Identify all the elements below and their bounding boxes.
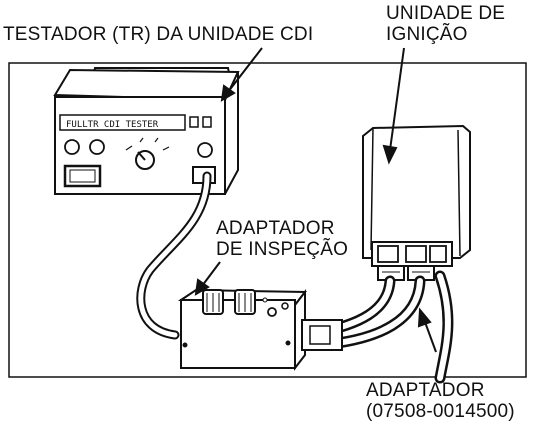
diagram-frame [8,62,527,378]
ignition-unit-label: UNIDADE DE IGNIÇÃO [386,3,505,45]
knob-icon [64,139,80,155]
tester-top [53,68,240,102]
ignition-unit-label-line2: IGNIÇÃO [386,24,468,45]
tester-label-strip [59,114,186,131]
inspection-adapter-label-line2: DE INSPEÇÃO [216,239,349,260]
knob-icon [89,139,105,155]
cdi-tester: FULLTR CDI TESTER [53,67,240,195]
tester-side [224,71,239,195]
inspection-adapter-label-line1: ADAPTADOR [216,218,335,239]
tester-display [63,164,102,188]
arrow-icon [417,307,432,328]
adapter-label: ADAPTADOR (07508-0014500) [366,380,515,422]
pointer-arrows [194,47,437,353]
ignition-unit-body [362,124,471,259]
adapter-label-line1: ADAPTADOR [366,380,485,401]
arrow-icon [220,84,236,102]
adapter-part-number: (07508-0014500) [366,401,515,422]
tester-cable-inner [138,173,210,338]
tester-label: TESTADOR (TR) DA UNIDADE CDI [3,24,313,45]
inspection-adapter-label: ADAPTADOR DE INSPEÇÃO [216,218,348,260]
tester-panel-text: FULLTR CDI TESTER [66,120,159,130]
ignition-unit [362,124,471,281]
rotary-selector-icon [135,150,155,170]
inspection-adapter [177,288,343,371]
arrow-icon [194,278,210,296]
arrow-icon [382,144,398,165]
ignition-unit-label-line1: UNIDADE DE [386,3,506,24]
tester-label-text: TESTADOR (TR) DA UNIDADE CDI [3,24,314,45]
